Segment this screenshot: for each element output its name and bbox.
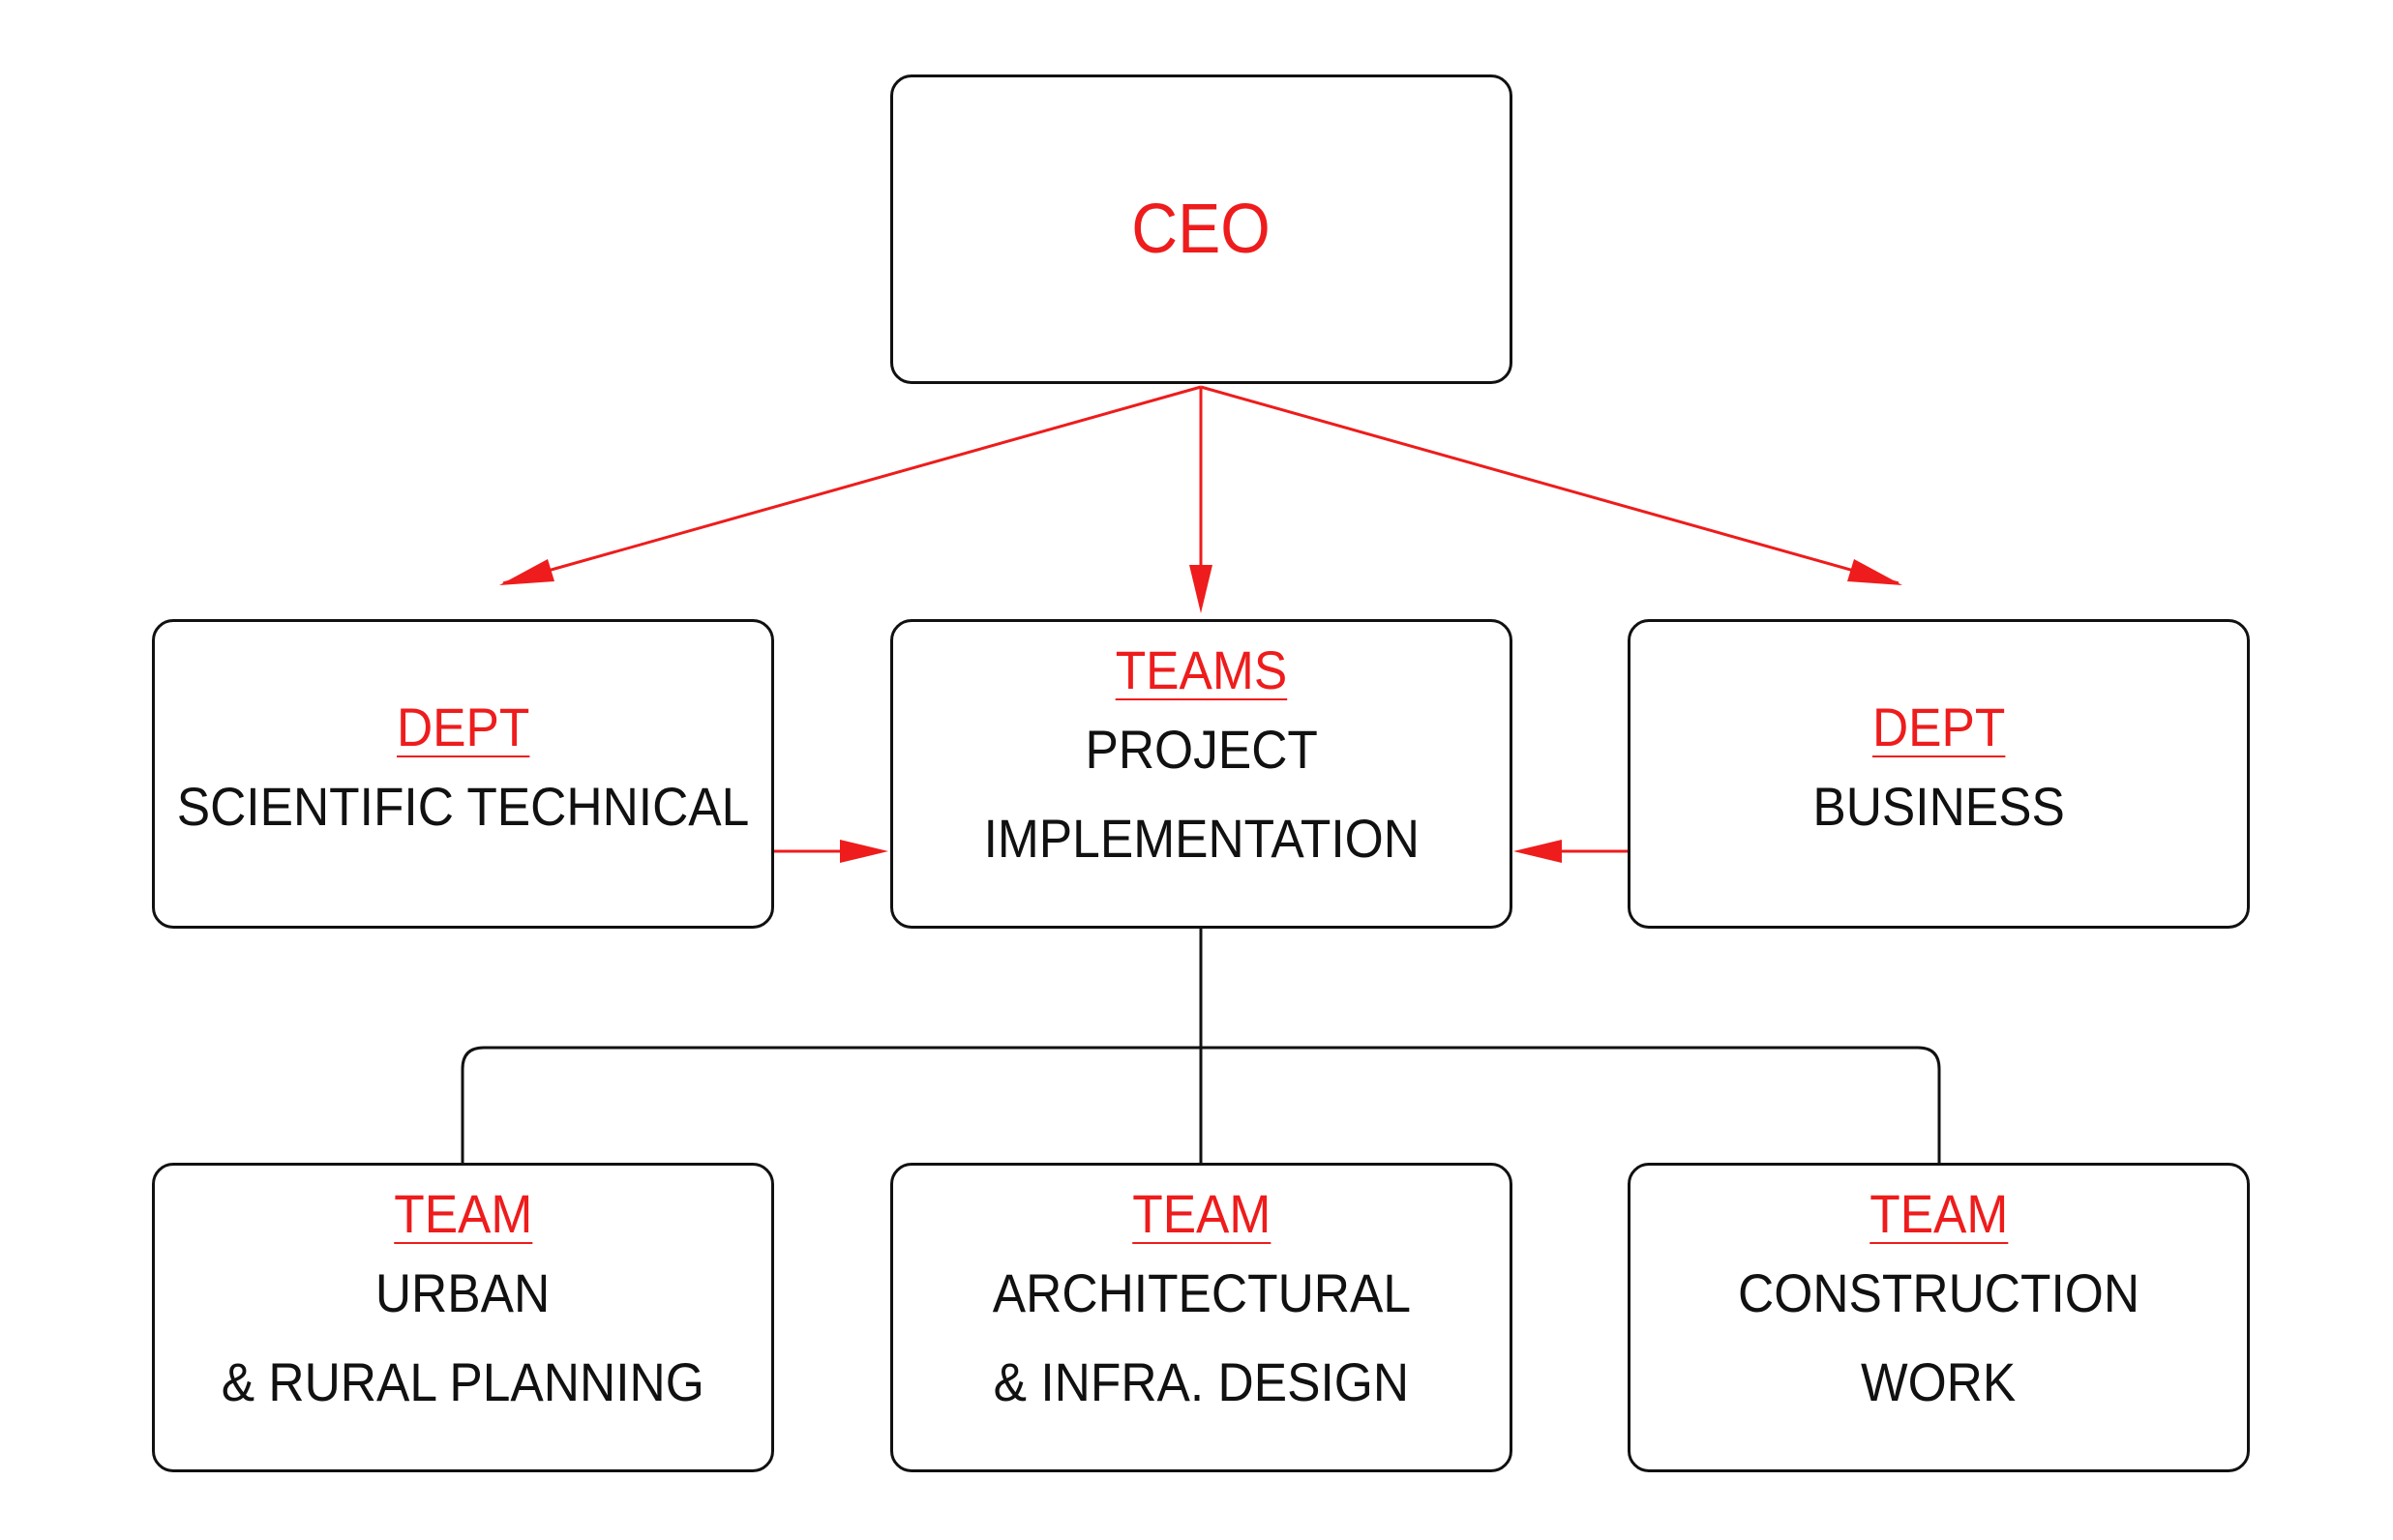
dept-name: SCIENTIFIC TECHNICAL [176, 776, 750, 838]
arrowhead-scientific-teams [840, 840, 888, 863]
teams-heading: TEAMS [1115, 639, 1288, 700]
arrowhead-business-teams [1513, 840, 1562, 863]
architectural-infra-design-team-box: TEAM ARCHITECTURAL & INFRA. DESIGN [890, 1163, 1512, 1472]
team-name-line-2: & RURAL PLANNING [221, 1351, 705, 1413]
team-name-line-2: & INFRA. DESIGN [993, 1351, 1410, 1413]
urban-rural-planning-team-box: TEAM URBAN & RURAL PLANNING [152, 1163, 774, 1472]
teams-name-line-2: IMPLEMENTATION [983, 808, 1420, 870]
ceo-label: CEO [1131, 191, 1271, 268]
arrowhead-scientific [499, 559, 554, 585]
team-heading: TEAM [393, 1183, 533, 1244]
arrow-ceo-to-scientific [502, 385, 1202, 585]
team-heading: TEAM [1869, 1183, 2009, 1244]
tree-connector [461, 929, 1941, 1163]
team-name-line-1: URBAN [375, 1262, 551, 1324]
business-dept-box: DEPT BUSINESS [1628, 619, 2250, 929]
construction-work-team-box: TEAM CONSTRUCTION WORK [1628, 1163, 2250, 1472]
dept-heading: DEPT [396, 696, 530, 757]
scientific-technical-dept-box: DEPT SCIENTIFIC TECHNICAL [152, 619, 774, 929]
team-heading: TEAM [1131, 1183, 1271, 1244]
project-implementation-teams-box: TEAMS PROJECT IMPLEMENTATION [890, 619, 1512, 929]
team-name-line-2: WORK [1861, 1351, 2017, 1413]
arrowhead-business [1847, 559, 1902, 585]
ceo-box: CEO [890, 74, 1512, 384]
dept-heading: DEPT [1871, 696, 2006, 757]
team-name-line-1: ARCHITECTURAL [992, 1262, 1411, 1324]
arrow-ceo-to-business [1200, 385, 1899, 585]
team-name-line-1: CONSTRUCTION [1737, 1262, 2140, 1324]
arrowhead-teams [1189, 565, 1212, 613]
teams-name-line-1: PROJECT [1085, 719, 1318, 781]
dept-name: BUSINESS [1812, 776, 2065, 838]
